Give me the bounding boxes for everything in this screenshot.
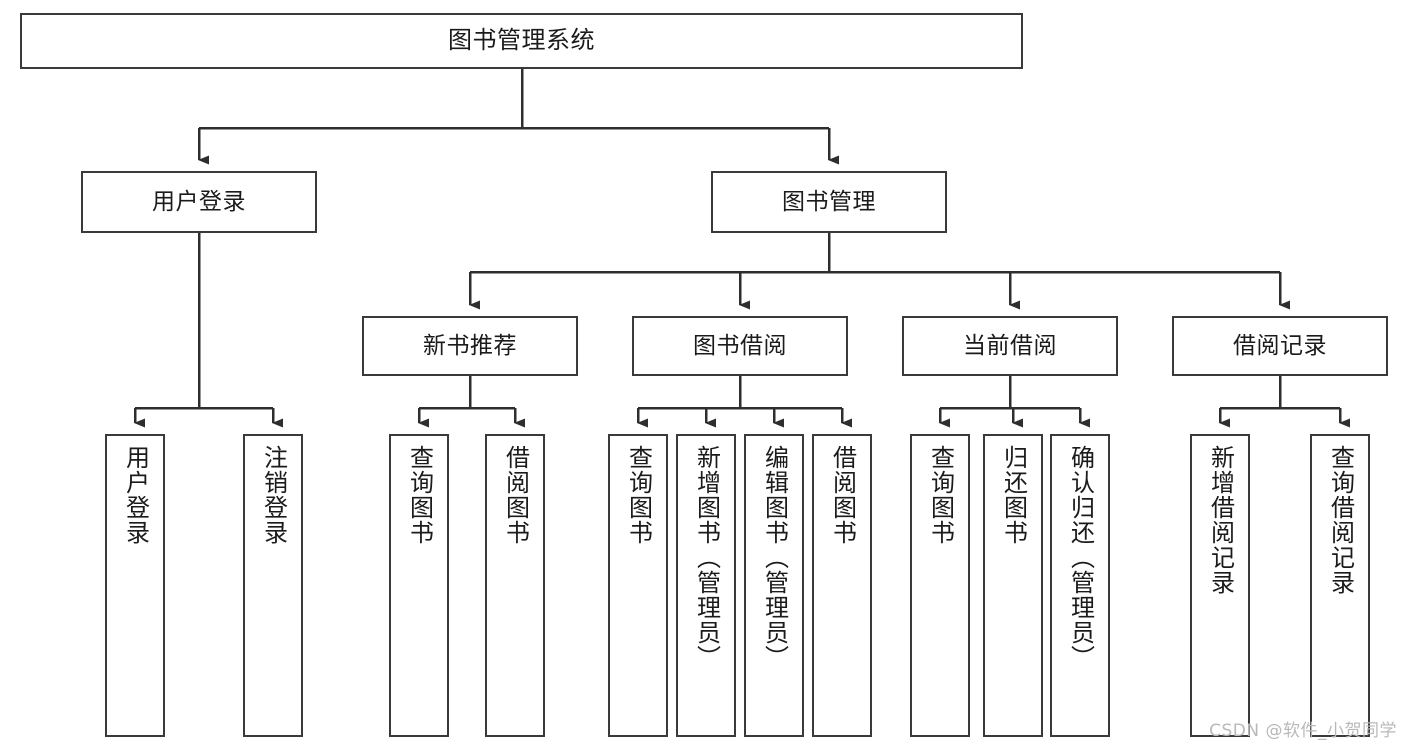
leaf-borrow-book-recommend[interactable]: 借阅图书 (485, 434, 545, 737)
leaf-query-borrow-record[interactable]: 查询借阅记录 (1310, 434, 1370, 737)
node-current-borrow-label: 当前借阅 (963, 332, 1057, 359)
node-root-label: 图书管理系统 (448, 26, 595, 55)
node-borrow-record-label: 借阅记录 (1233, 332, 1327, 359)
leaf-logout[interactable]: 注销登录 (243, 434, 303, 737)
node-book-borrow-label: 图书借阅 (693, 332, 787, 359)
leaf-logout-label: 注销登录 (259, 445, 288, 545)
leaf-query-book-current-label: 查询图书 (926, 445, 955, 545)
leaf-edit-book-admin[interactable]: 编辑图书（管理员） (744, 434, 804, 737)
leaf-query-book-current[interactable]: 查询图书 (910, 434, 970, 737)
leaf-user-login-label: 用户登录 (121, 445, 150, 545)
leaf-add-book-admin[interactable]: 新增图书（管理员） (676, 434, 736, 737)
leaf-borrow-book[interactable]: 借阅图书 (812, 434, 872, 737)
node-borrow-record[interactable]: 借阅记录 (1172, 316, 1388, 376)
leaf-confirm-return-admin[interactable]: 确认归还（管理员） (1050, 434, 1110, 737)
node-user-login-label: 用户登录 (152, 188, 246, 215)
leaf-add-borrow-record[interactable]: 新增借阅记录 (1190, 434, 1250, 737)
leaf-add-book-admin-label: 新增图书（管理员） (692, 445, 721, 670)
leaf-confirm-return-admin-label: 确认归还（管理员） (1066, 445, 1095, 670)
node-book-management-label: 图书管理 (782, 188, 876, 215)
node-new-book-recommend[interactable]: 新书推荐 (362, 316, 578, 376)
leaf-query-book-recommend-label: 查询图书 (405, 445, 434, 545)
leaf-borrow-book-recommend-label: 借阅图书 (501, 445, 530, 545)
leaf-add-borrow-record-label: 新增借阅记录 (1206, 445, 1235, 595)
node-root[interactable]: 图书管理系统 (20, 13, 1023, 69)
node-new-book-recommend-label: 新书推荐 (423, 332, 517, 359)
leaf-query-borrow-record-label: 查询借阅记录 (1326, 445, 1355, 595)
leaf-query-book-borrow-label: 查询图书 (624, 445, 653, 545)
leaf-query-book-borrow[interactable]: 查询图书 (608, 434, 668, 737)
leaf-edit-book-admin-label: 编辑图书（管理员） (760, 445, 789, 670)
edge-group (133, 69, 1350, 428)
leaf-query-book-recommend[interactable]: 查询图书 (389, 434, 449, 737)
node-user-login[interactable]: 用户登录 (81, 171, 317, 233)
node-book-management[interactable]: 图书管理 (711, 171, 947, 233)
leaf-borrow-book-label: 借阅图书 (828, 445, 857, 545)
node-current-borrow[interactable]: 当前借阅 (902, 316, 1118, 376)
leaf-user-login[interactable]: 用户登录 (105, 434, 165, 737)
leaf-return-book[interactable]: 归还图书 (983, 434, 1043, 737)
node-book-borrow[interactable]: 图书借阅 (632, 316, 848, 376)
leaf-return-book-label: 归还图书 (999, 445, 1028, 545)
